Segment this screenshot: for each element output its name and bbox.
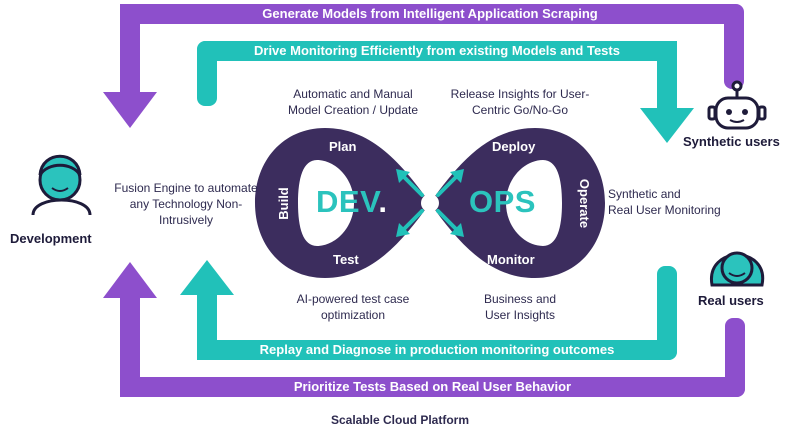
dev-text: DEV <box>316 184 379 219</box>
inner-bottom-band-label: Replay and Diagnose in production monito… <box>259 342 615 357</box>
monitor-note: Business and User Insights <box>435 291 605 323</box>
monitor-note-line: User Insights <box>484 308 556 322</box>
build-note-line: any Technology Non- <box>129 197 243 211</box>
operate-note-line: Synthetic and <box>608 187 681 201</box>
inner-top-left-cap <box>197 41 217 106</box>
outer-bottom-left-arrowhead <box>103 262 157 298</box>
outer-top-band <box>120 4 740 24</box>
center-arrows-icon <box>400 173 460 233</box>
real-user-icon <box>710 251 765 287</box>
build-note-line: Intrusively <box>158 213 214 227</box>
development-label: Development <box>10 231 92 246</box>
test-note: AI-powered test case optimization <box>268 291 438 323</box>
deploy-note: Release Insights for User- Centric Go/No… <box>435 86 605 118</box>
plan-note: Automatic and Manual Model Creation / Up… <box>268 86 438 118</box>
developer-icon <box>31 154 92 216</box>
outer-bottom-left-leg <box>120 295 140 397</box>
monitor-note-line: Business and <box>483 292 557 306</box>
robot-icon <box>707 80 767 130</box>
operate-note-line: Real User Monitoring <box>608 203 721 217</box>
outer-top-right-cap <box>724 4 744 89</box>
inner-top-right-leg <box>657 41 677 111</box>
footer-label: Scalable Cloud Platform <box>330 413 470 427</box>
ops-text: OPS <box>469 184 536 219</box>
operate-label: Operate <box>577 178 593 229</box>
inner-top-band-label: Drive Monitoring Efficiently from existi… <box>254 43 620 58</box>
dev-dot: . <box>378 184 388 219</box>
test-label: Test <box>333 252 359 267</box>
test-note-line: AI-powered test case <box>296 292 410 306</box>
outer-top-band-label: Generate Models from Intelligent Applica… <box>262 6 598 21</box>
outer-bottom-band-label: Prioritize Tests Based on Real User Beha… <box>293 379 572 394</box>
outer-bottom-band <box>120 377 745 397</box>
plan-note-line: Automatic and Manual <box>293 87 413 101</box>
operate-note: Synthetic and Real User Monitoring <box>608 186 758 218</box>
inner-top-band <box>197 41 677 61</box>
outer-top-left-leg <box>120 4 140 94</box>
dev-label: DEV. <box>316 184 388 220</box>
monitor-label: Monitor <box>487 252 535 267</box>
inner-bottom-left-arrowhead <box>180 260 234 295</box>
center-dot <box>421 194 439 212</box>
outer-bottom-right-cap <box>725 318 745 397</box>
deploy-note-line: Centric Go/No-Go <box>471 103 569 117</box>
outer-top-left-arrowhead <box>103 92 157 128</box>
inner-top-right-arrowhead <box>640 108 694 143</box>
deploy-label: Deploy <box>492 139 536 154</box>
real-users-label: Real users <box>698 293 764 308</box>
synthetic-users-label: Synthetic users <box>683 134 780 149</box>
inner-bottom-band <box>197 340 677 360</box>
deploy-note-line: Release Insights for User- <box>450 87 590 101</box>
plan-note-line: Model Creation / Update <box>287 103 419 117</box>
build-label: Build <box>275 187 291 220</box>
ops-dot: . <box>535 184 546 219</box>
inner-bottom-right-cap <box>657 266 677 360</box>
inner-bottom-left-leg <box>197 292 217 360</box>
build-note-line: Fusion Engine to automate <box>114 181 258 195</box>
test-note-line: optimization <box>320 308 386 322</box>
plan-label: Plan <box>329 139 357 154</box>
ops-label: OPS. <box>469 184 545 220</box>
build-note: Fusion Engine to automate any Technology… <box>106 180 266 228</box>
